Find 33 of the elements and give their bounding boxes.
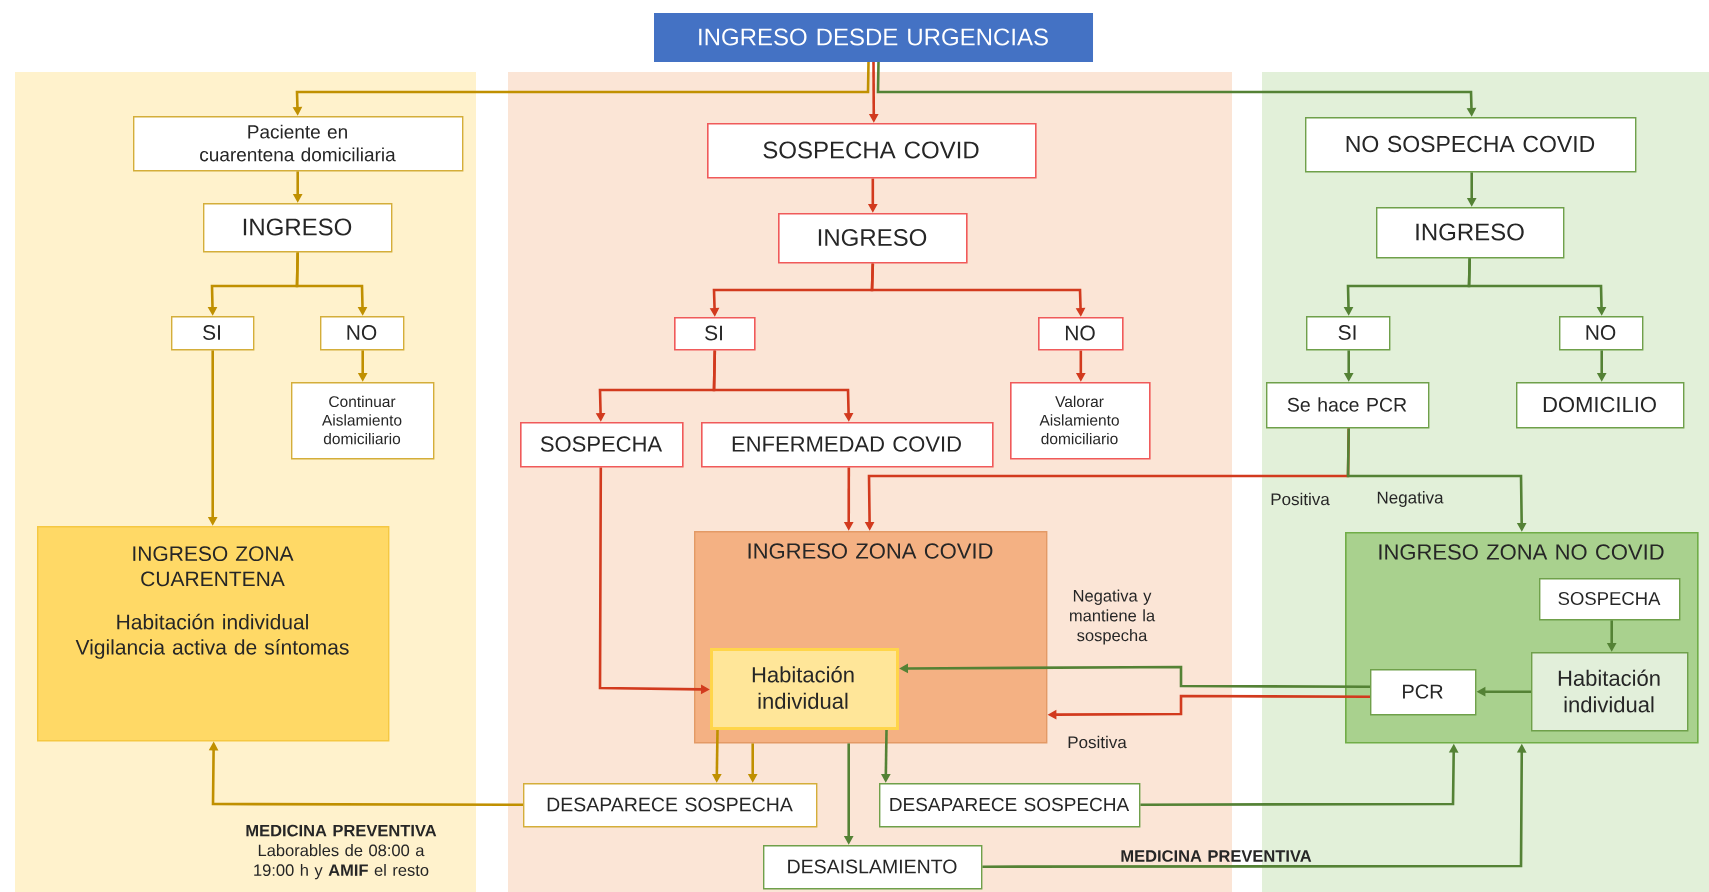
option-box: NO: [1038, 317, 1124, 351]
edge-label: Negativa y mantiene la sospecha: [1070, 589, 1156, 645]
process-box: NO SOSPECHA COVID: [1305, 117, 1637, 173]
process-box: SOSPECHA: [1539, 578, 1681, 621]
process-box: SOSPECHA COVID: [707, 123, 1037, 179]
edge-label: Negativa: [1377, 491, 1444, 507]
zone-box: INGRESO ZONA CUARENTENA Habitación individual Vigilancia activa de síntomas: [37, 526, 390, 742]
room-box: Habitación individual: [1531, 652, 1689, 732]
edge-label: Positiva: [1271, 492, 1330, 506]
option-box: NO: [1559, 316, 1644, 351]
option-box: SI: [674, 317, 756, 351]
title-box: INGRESO DESDE URGENCIAS: [654, 13, 1093, 62]
process-box: Continuar Aislamiento domiciliario: [291, 382, 435, 460]
process-box: DESAPARECE SOSPECHA: [523, 783, 818, 828]
edge-label: MEDICINA PREVENTIVA: [1121, 850, 1312, 862]
option-box: NO: [320, 316, 405, 351]
process-box: PCR: [1370, 669, 1477, 716]
process-box: INGRESO: [203, 203, 393, 253]
process-box: DESAISLAMIENTO: [763, 845, 983, 890]
edge-label: MEDICINA PREVENTIVA Laborables de 08:00 a 19:00 h y AMIF el resto: [246, 824, 437, 880]
process-box: ENFERMEDAD COVID: [701, 422, 994, 468]
process-box: Se hace PCR: [1266, 382, 1430, 429]
room-box: Habitación individual: [710, 648, 899, 730]
process-box: Paciente en cuarentena domiciliaria: [133, 116, 464, 172]
edge-label: Positiva: [1068, 735, 1127, 749]
process-box: DESAPARECE SOSPECHA: [879, 783, 1141, 828]
process-box: DOMICILIO: [1516, 382, 1685, 429]
option-box: SI: [171, 316, 255, 351]
process-box: INGRESO: [1376, 207, 1565, 259]
process-box: SOSPECHA: [520, 422, 684, 468]
process-box: Valorar Aislamiento domiciliario: [1010, 382, 1151, 460]
option-box: SI: [1306, 316, 1391, 351]
process-box: INGRESO: [778, 213, 968, 264]
